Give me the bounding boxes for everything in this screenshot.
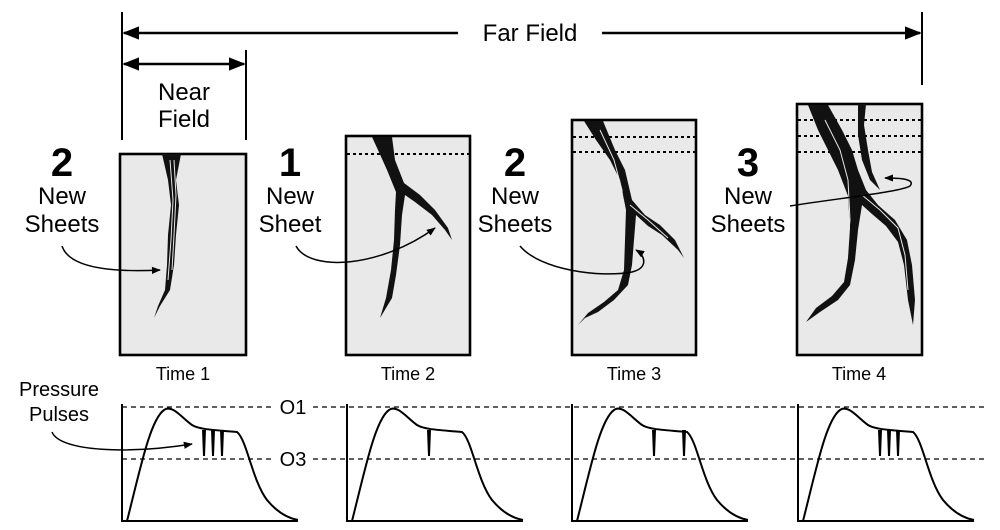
- new-sheets-label-3b: Sheets: [478, 211, 553, 238]
- pressure-curve-2: [351, 407, 524, 522]
- o3-label: O3: [280, 449, 307, 471]
- pressure-plot-1: [121, 404, 299, 522]
- new-sheets-count-1: 2: [51, 141, 73, 185]
- pressure-pulse-4-2: [887, 429, 891, 457]
- near-field-arrow: Near Field: [122, 50, 247, 140]
- far-field-label: Far Field: [483, 20, 578, 47]
- new-sheets-label-3a: New: [491, 183, 540, 210]
- panel-time-2: [344, 134, 472, 357]
- pressure-pulse-4-1: [878, 429, 882, 457]
- far-field-arrow: Far Field: [121, 12, 923, 140]
- new-sheets-label-1a: New: [38, 183, 87, 210]
- curved-pointer-arrow-2: [295, 227, 436, 264]
- near-field-label-line2: Field: [158, 106, 210, 133]
- new-sheets-label-2a: New: [266, 183, 315, 210]
- panel-1-box: [118, 152, 248, 357]
- new-sheets-count-3: 2: [504, 141, 526, 185]
- pressure-plot-3: [571, 404, 749, 522]
- near-field-label-line1: Near: [158, 79, 210, 106]
- caption-time-3: Time 3: [607, 364, 661, 384]
- panel-time-3: [570, 118, 698, 357]
- pressure-pulses-annotation: Pressure Pulses: [19, 379, 193, 451]
- new-sheets-label-1b: Sheets: [25, 211, 100, 238]
- pressure-pulse-2-1: [427, 429, 431, 457]
- pressure-plots: [121, 404, 975, 522]
- pressure-plot-2: [346, 404, 524, 522]
- new-sheets-count-2: 1: [279, 141, 301, 185]
- crack-sheet-1: [154, 154, 181, 318]
- pressure-curve-1: [126, 407, 299, 522]
- annotation-3: 2 New Sheets: [478, 141, 645, 275]
- panel-time-1: [118, 152, 248, 357]
- pressure-pulse-1-3: [220, 429, 224, 457]
- pressure-pulse-3-1: [652, 429, 656, 457]
- new-sheets-count-4: 3: [737, 141, 759, 185]
- plot-axes-2: [346, 404, 523, 522]
- pressure-plot-4: [797, 404, 975, 522]
- new-sheets-label-4b: Sheets: [711, 211, 786, 238]
- caption-time-1: Time 1: [156, 364, 210, 384]
- pressure-curve-3: [576, 407, 749, 522]
- pressure-pulse-3-2: [682, 429, 686, 457]
- new-sheets-label-2b: Sheet: [259, 211, 322, 238]
- curved-pointer-arrow-1: [61, 245, 161, 274]
- o1-label: O1: [280, 397, 307, 419]
- new-sheets-label-4a: New: [724, 183, 773, 210]
- caption-time-2: Time 2: [381, 364, 435, 384]
- curved-pointer-arrow-4: [789, 174, 912, 207]
- curved-pointer-arrow-3: [519, 245, 645, 275]
- pressure-pulse-4-3: [896, 429, 900, 457]
- pressure-pulse-1-1: [202, 429, 206, 457]
- curved-pointer-arrow-pulses: [51, 431, 193, 451]
- caption-time-4: Time 4: [832, 364, 886, 384]
- annotation-4: 3 New Sheets: [711, 141, 912, 238]
- crack-sheet-2: [372, 137, 452, 318]
- reference-lines: O1 O3: [122, 397, 985, 471]
- panel-time-4: [795, 102, 924, 357]
- plot-axes-4: [797, 404, 974, 522]
- crack-sheet-4-upper: [858, 104, 880, 190]
- annotation-2: 1 New Sheet: [259, 141, 436, 264]
- plot-axes-3: [571, 404, 748, 522]
- crack-sheet-4: [806, 105, 915, 325]
- crack-sheet-3: [578, 121, 684, 325]
- pressure-pulses-label-line2: Pulses: [29, 404, 89, 426]
- annotation-1: 2 New Sheets: [25, 141, 161, 274]
- panel-2-box: [344, 134, 472, 357]
- plot-axes-1: [121, 404, 298, 522]
- pressure-pulses-label-line1: Pressure: [19, 379, 99, 401]
- pressure-curve-4: [802, 407, 975, 522]
- pressure-pulse-1-2: [211, 429, 215, 457]
